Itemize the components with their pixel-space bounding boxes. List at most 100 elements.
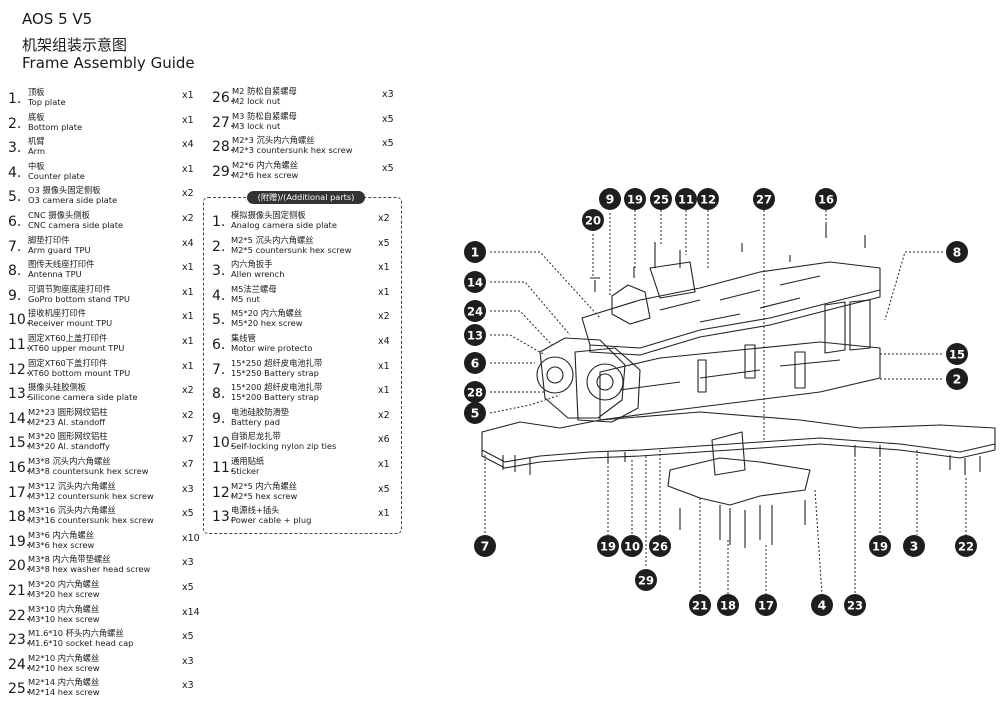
part-name-chinese: O3 摄像头固定侧板 <box>28 185 101 196</box>
callout-label: 7 <box>481 539 490 554</box>
part-name-chinese: 接收机座打印件 <box>28 308 87 319</box>
callout-22: 22 <box>955 535 977 557</box>
part-quantity: x5 <box>182 508 194 520</box>
callout-19: 19 <box>624 188 646 210</box>
part-number: 19. <box>8 533 31 550</box>
part-name-chinese: M2 防松自紧螺母 <box>232 86 297 96</box>
part-number: 8. <box>8 263 22 280</box>
part-number: 16. <box>8 460 31 476</box>
callout-circle <box>946 241 968 263</box>
callout-5: 5 <box>464 402 486 424</box>
part-quantity: x1 <box>182 336 194 347</box>
callout-14: 14 <box>464 271 486 293</box>
callout-18: 18 <box>717 594 739 616</box>
part-number: 13. <box>8 386 31 403</box>
part-number: 6. <box>8 214 22 230</box>
callout-label: 17 <box>758 599 774 613</box>
part-quantity: x1 <box>182 90 194 101</box>
part-quantity: x1 <box>182 262 194 274</box>
part-name-chinese: M2*23 圆形网纹铝柱 <box>28 406 108 417</box>
part-name-english: Self-locking nylon zip ties <box>231 441 337 452</box>
part-quantity: x5 <box>182 582 194 593</box>
callout-label: 12 <box>700 193 716 207</box>
part-name-english: Motor wire protecto <box>231 343 313 353</box>
part-name-english: M1.6*10 socket head cap <box>28 638 134 649</box>
callout-24: 24 <box>464 300 486 322</box>
part-name-english: Antenna TPU <box>28 269 82 280</box>
callout-label: 14 <box>467 276 483 290</box>
part-name-chinese: M5法兰螺母 <box>231 283 277 294</box>
part-name-chinese: M3*16 沉头内六角螺丝 <box>28 505 116 516</box>
part-name-chinese: 摄像头硅胶侧板 <box>28 382 87 393</box>
callout-23: 23 <box>844 594 866 616</box>
callout-10: 10 <box>621 535 643 557</box>
part-quantity: x5 <box>182 631 194 643</box>
part-name-chinese: M2*3 沉头内六角螺丝 <box>232 135 315 146</box>
part-number: 14. <box>8 410 31 427</box>
part-quantity: x2 <box>182 385 194 397</box>
title-english: Frame Assembly Guide <box>22 54 195 72</box>
part-quantity: x2 <box>182 213 194 224</box>
part-name-english: Counter plate <box>28 170 85 181</box>
part-number: 12. <box>8 361 31 378</box>
part-quantity: x4 <box>182 237 194 249</box>
part-number: 23. <box>8 632 31 649</box>
part-name-english: M2*3 countersunk hex screw <box>232 145 353 156</box>
part-name-chinese: M3*8 沉头内六角螺丝 <box>28 456 111 466</box>
part-name-chinese: M2*5 内六角螺丝 <box>231 480 297 491</box>
callout-13: 13 <box>464 324 486 346</box>
part-quantity: x1 <box>378 262 390 274</box>
part-quantity: x1 <box>378 360 390 372</box>
part-quantity: x2 <box>182 409 194 421</box>
callout-label: 11 <box>678 193 694 207</box>
gopro-mount-drawing <box>611 284 651 325</box>
part-name-chinese: 内六角扳手 <box>231 259 273 270</box>
part-quantity: x4 <box>182 139 194 151</box>
callout-circle <box>474 535 496 557</box>
part-name-english: XT60 upper mount TPU <box>28 343 125 353</box>
part-quantity: x3 <box>182 483 194 495</box>
part-name-english: M5 nut <box>231 293 260 304</box>
callout-12: 12 <box>697 188 719 210</box>
part-name-chinese: M3*20 圆形网纹铝柱 <box>28 431 108 442</box>
part-name-english: M2*14 hex screw <box>28 687 100 698</box>
part-name-english: Receiver mount TPU <box>28 318 113 329</box>
callout-circle <box>464 381 486 403</box>
part-number: 11. <box>8 337 31 353</box>
callout-circle <box>755 594 777 616</box>
callout-circle <box>675 188 697 210</box>
callout-circle <box>811 594 833 616</box>
callout-circle <box>621 535 643 557</box>
part-name-chinese: M2*6 内六角螺丝 <box>232 159 298 170</box>
part-name-chinese: M2*5 沉头内六角螺丝 <box>231 234 314 245</box>
part-name-chinese: 固定XT60下盖打印件 <box>28 357 108 368</box>
callout-label: 2 <box>953 372 962 387</box>
part-name-english: Silicone camera side plate <box>28 392 138 403</box>
callout-circle <box>689 594 711 616</box>
part-number: 7. <box>212 361 226 378</box>
callout-label: 15 <box>949 348 965 362</box>
part-quantity: x7 <box>182 434 194 446</box>
callout-circle <box>464 300 486 322</box>
part-name-chinese: CNC 摄像头侧板 <box>28 210 90 220</box>
callout-circle <box>869 535 891 557</box>
callout-circle <box>464 402 486 424</box>
callout-circle <box>597 535 619 557</box>
callout-label: 1 <box>471 245 480 260</box>
callout-label: 29 <box>638 574 654 588</box>
callout-label: 25 <box>653 193 669 207</box>
part-name-english: Battery pad <box>231 416 280 427</box>
part-quantity: x1 <box>182 360 194 372</box>
